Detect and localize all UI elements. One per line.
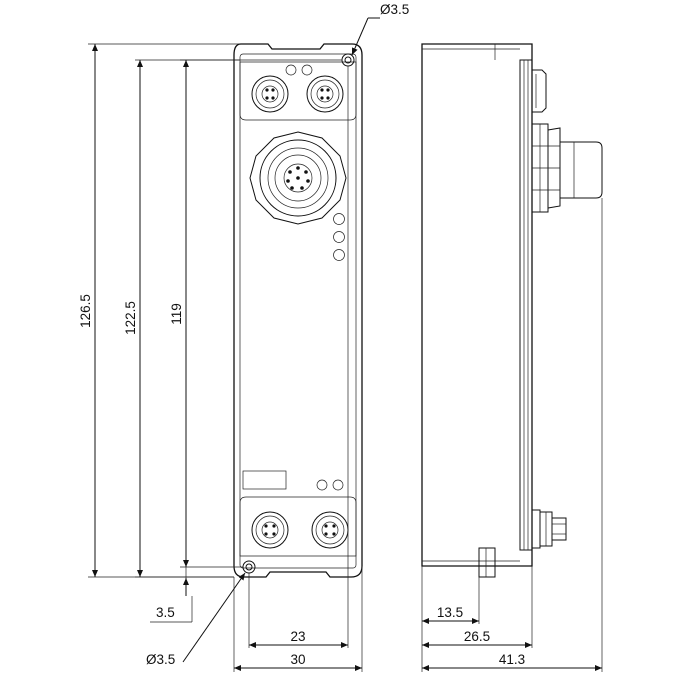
dim-label-offset: 3.5 [156,605,175,620]
led-indicator [333,231,345,243]
led-indicator [316,479,328,491]
side-rail [519,59,533,551]
dim-label-126: 126.5 [78,294,93,328]
bottom-mounting-hole-inner [245,563,253,571]
bottom-right-m8-connector [311,511,349,549]
front-view [233,43,363,578]
side-view [421,43,603,578]
side-housing-outline [421,43,533,567]
side-m12-connector [531,123,603,213]
side-top-connector [531,69,547,113]
top-connector-block [239,61,357,121]
m12-power-connector [249,131,347,225]
front-housing-outline [233,43,363,578]
front-inner-panel [239,53,357,569]
dim-label-hole-top: Ø3.5 [380,2,409,17]
dim-label-119: 119 [169,303,184,325]
front-dimension-lines [88,17,380,672]
led-indicator [301,64,313,76]
bottom-connector-block [239,496,357,557]
led-indicator [332,479,344,491]
dim-label-30: 30 [290,652,305,667]
top-right-m8-connector [306,75,344,113]
dim-label-13: 13.5 [437,605,463,620]
dim-label-26: 26.5 [464,629,490,644]
top-mounting-hole-inner [344,56,352,64]
led-indicator [285,64,297,76]
dim-label-41: 41.3 [499,652,525,667]
dim-label-23: 23 [290,629,305,644]
side-bottom-connector [531,509,567,549]
bottom-mounting-hole [242,560,256,574]
side-dimension-lines [421,198,603,672]
dim-label-hole-bottom: Ø3.5 [146,652,175,667]
side-mounting-foot [478,547,496,578]
led-indicator [333,249,345,261]
top-mounting-hole [341,53,355,67]
led-indicator [333,213,345,225]
dim-label-122: 122.5 [123,301,138,335]
bottom-left-m8-connector [251,511,289,549]
top-left-m8-connector [251,75,289,113]
label-field [242,470,287,490]
